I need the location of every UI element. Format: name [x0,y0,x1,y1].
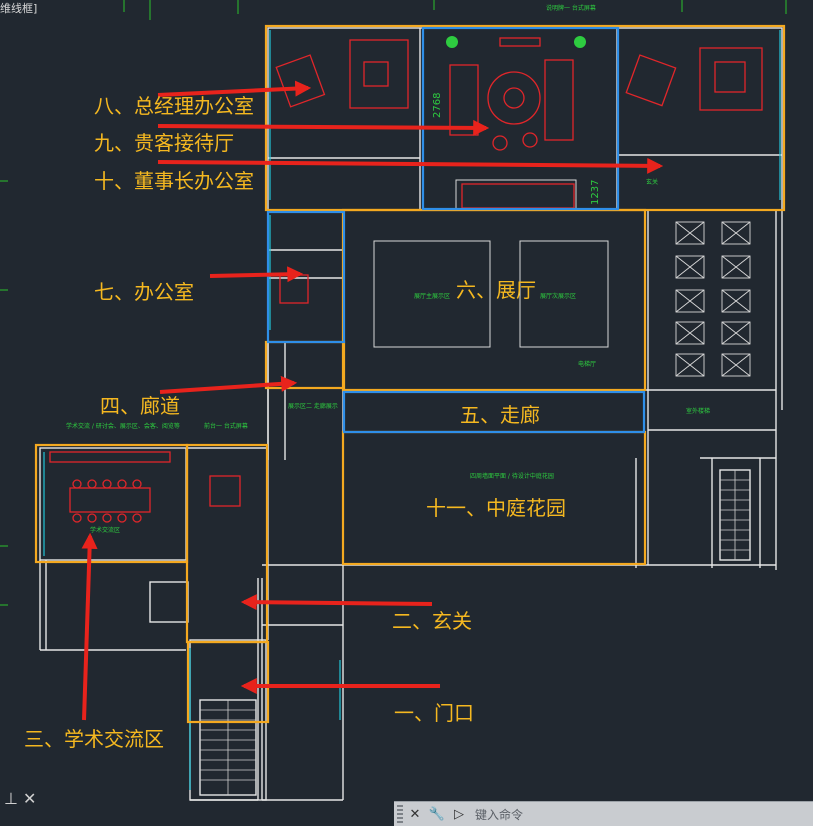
viewport-label[interactable]: 维线框] [0,2,38,15]
note-seminar: 学术交流区 [90,526,120,534]
label-office: 七、办公室 [94,280,194,304]
label-academic-exchange: 三、学术交流区 [24,727,164,751]
note-top: 说明牌一 台式屏幕 [546,4,596,12]
dimension-1237: 1237 [590,180,601,205]
ucs-icon: ⊥ ✕ [4,789,37,808]
note-4: 电梯厅 [578,360,596,368]
label-hallway: 五、走廊 [460,403,540,427]
note-lobby: 玄关 [646,178,658,186]
note-3: 前台一 台式屏幕 [204,422,248,430]
label-vip-reception: 九、贵客接待厅 [94,131,234,155]
close-icon[interactable]: ✕ [409,806,421,822]
windows [43,30,781,790]
note-1: 学术交流 / 研讨会、展示区、会客、阅览等 [66,422,180,430]
note-court: 四周墙面平面 / 待设计中庭花园 [470,472,554,480]
label-entrance: 一、门口 [394,701,474,725]
zone-boxes-blue [266,26,646,434]
equipment-grid [675,221,751,377]
label-exhibition-hall: 六、展厅 [456,278,536,302]
stairs [200,470,750,795]
label-chairman-office: 十、董事长办公室 [94,169,254,193]
note-hall-a: 展厅主展示区 [414,292,450,300]
label-foyer: 二、玄关 [392,609,472,633]
label-general-manager-office: 八、总经理办公室 [94,94,254,118]
wrench-icon[interactable]: 🔧 [428,806,446,822]
note-5: 室外楼梯 [686,407,710,415]
note-2: 展示区二 走廊展示 [288,402,338,410]
dimension-2768: 2768 [432,93,443,118]
label-atrium-garden: 十一、中庭花园 [426,496,566,520]
exhibit-stands [373,179,609,348]
note-hall-b: 展厅次展示区 [540,292,576,300]
command-input[interactable]: 键入命令 [475,807,524,822]
label-corridor-passage: 四、廊道 [100,394,180,418]
furniture [49,37,763,523]
command-line-bar[interactable]: ✕ 🔧 ▷ 键入命令 [394,801,813,826]
grip-handle[interactable] [397,805,403,823]
prompt-icon[interactable]: ▷ [454,806,464,822]
callout-arrows [81,80,664,721]
